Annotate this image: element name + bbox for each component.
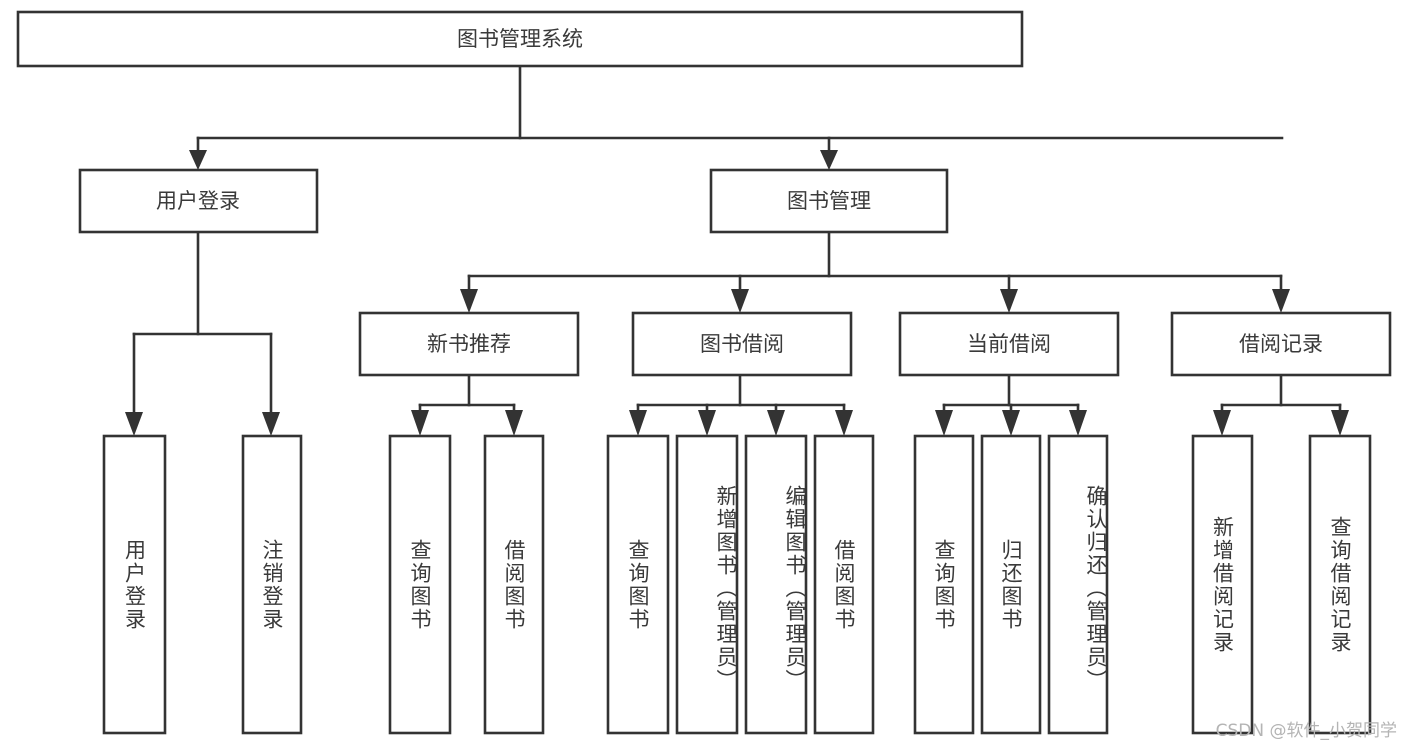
node-leaf-borrow-book-rec[interactable] xyxy=(483,434,545,735)
connector-borrow-record-to-leaves xyxy=(1213,373,1349,436)
node-book-management[interactable] xyxy=(709,168,949,234)
node-current-borrow-label: 当前借阅 xyxy=(967,332,1051,356)
node-current-borrow[interactable] xyxy=(898,311,1120,377)
node-leaf-borrow-book[interactable] xyxy=(813,434,875,735)
node-leaf-query-borrow-record[interactable] xyxy=(1308,434,1372,735)
node-leaf-user-logout[interactable] xyxy=(241,434,303,735)
node-root[interactable] xyxy=(16,10,1024,68)
connector-root-to-level2 xyxy=(196,64,1284,140)
node-leaf-return-book[interactable] xyxy=(980,434,1042,735)
connector-new-book-recommend-to-leaves xyxy=(411,373,523,436)
node-user-login-label: 用户登录 xyxy=(156,189,240,213)
node-leaf-edit-book-admin[interactable] xyxy=(744,434,808,735)
connector-book-borrow-to-leaves xyxy=(629,373,853,436)
connector-arrow-user-login xyxy=(189,136,207,170)
node-new-book-recommend-label: 新书推荐 xyxy=(427,332,511,356)
node-user-login[interactable] xyxy=(78,168,319,234)
node-leaf-query-book-rec[interactable] xyxy=(388,434,452,735)
node-borrow-record[interactable] xyxy=(1170,311,1392,377)
connector-book-management-to-level3 xyxy=(460,230,1290,313)
connector-current-borrow-to-leaves xyxy=(935,373,1087,436)
node-new-book-recommend[interactable] xyxy=(358,311,580,377)
node-leaf-add-book-admin[interactable] xyxy=(675,434,739,735)
node-book-management-label: 图书管理 xyxy=(787,189,871,213)
node-book-borrow[interactable] xyxy=(631,311,853,377)
node-root-label: 图书管理系统 xyxy=(457,27,583,51)
csdn-watermark: CSDN @软件_小贺同学 xyxy=(1215,721,1397,741)
node-borrow-record-label: 借阅记录 xyxy=(1239,332,1323,356)
node-leaf-confirm-return-admin[interactable] xyxy=(1047,434,1109,735)
node-book-borrow-label: 图书借阅 xyxy=(700,332,784,356)
connector-user-login-to-leaves xyxy=(125,230,280,436)
node-leaf-query-book-current[interactable] xyxy=(913,434,975,735)
node-leaf-query-book-borrow[interactable] xyxy=(606,434,670,735)
node-leaf-add-borrow-record[interactable] xyxy=(1191,434,1254,735)
node-leaf-user-login[interactable] xyxy=(102,434,167,735)
connector-arrow-book-management xyxy=(820,136,838,170)
